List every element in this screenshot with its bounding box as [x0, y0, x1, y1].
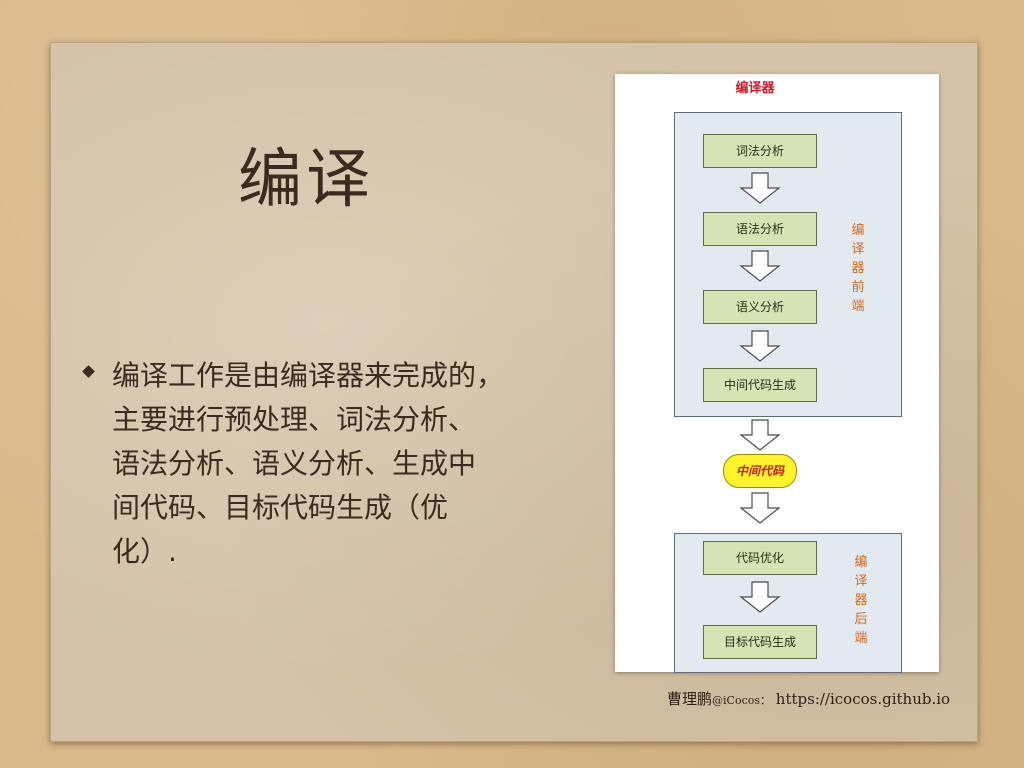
diagram-title: 编译器 [735, 81, 775, 96]
down-arrow-icon [739, 172, 781, 204]
node-ir-generation: 中间代码生成 [703, 368, 817, 402]
down-arrow-icon [739, 492, 781, 524]
slide-footer: 曹理鹏@iCocos： https://icocos.github.io [667, 688, 950, 709]
footer-handle: @iCocos： [712, 694, 772, 707]
compiler-diagram: 编译器 词法分析 语法分析 语义分析 中间代码生成 编 译 器 前 端 中间代码… [615, 74, 939, 673]
body-line: 主要进行预处理、词法分析、 [112, 403, 477, 436]
down-arrow-icon [739, 330, 781, 362]
frontend-label: 编 译 器 前 端 [851, 223, 865, 314]
backend-label: 编 译 器 后 端 [854, 555, 868, 646]
body-line: 语法分析、语义分析、生成中 [112, 447, 477, 480]
footer-author: 曹理鹏 [667, 690, 713, 708]
node-code-optimization: 代码优化 [703, 541, 817, 575]
footer-url[interactable]: https://icocos.github.io [775, 690, 951, 708]
node-syntax-analysis: 语法分析 [703, 212, 817, 246]
down-arrow-icon [739, 419, 781, 451]
down-arrow-icon [739, 581, 781, 613]
node-target-code-generation: 目标代码生成 [703, 625, 817, 659]
node-lexical-analysis: 词法分析 [703, 134, 817, 168]
down-arrow-icon [739, 250, 781, 282]
slide-title: 编译 [238, 143, 374, 217]
node-semantic-analysis: 语义分析 [703, 290, 817, 324]
body-line: 编译工作是由编译器来完成的， [112, 359, 505, 392]
ir-pill: 中间代码 [723, 454, 797, 488]
slide-body: 编译工作是由编译器来完成的， 主要进行预处理、词法分析、 语法分析、语义分析、生… [112, 354, 522, 574]
body-line: 化）. [112, 535, 177, 568]
body-line: 间代码、目标代码生成（优 [112, 491, 449, 524]
